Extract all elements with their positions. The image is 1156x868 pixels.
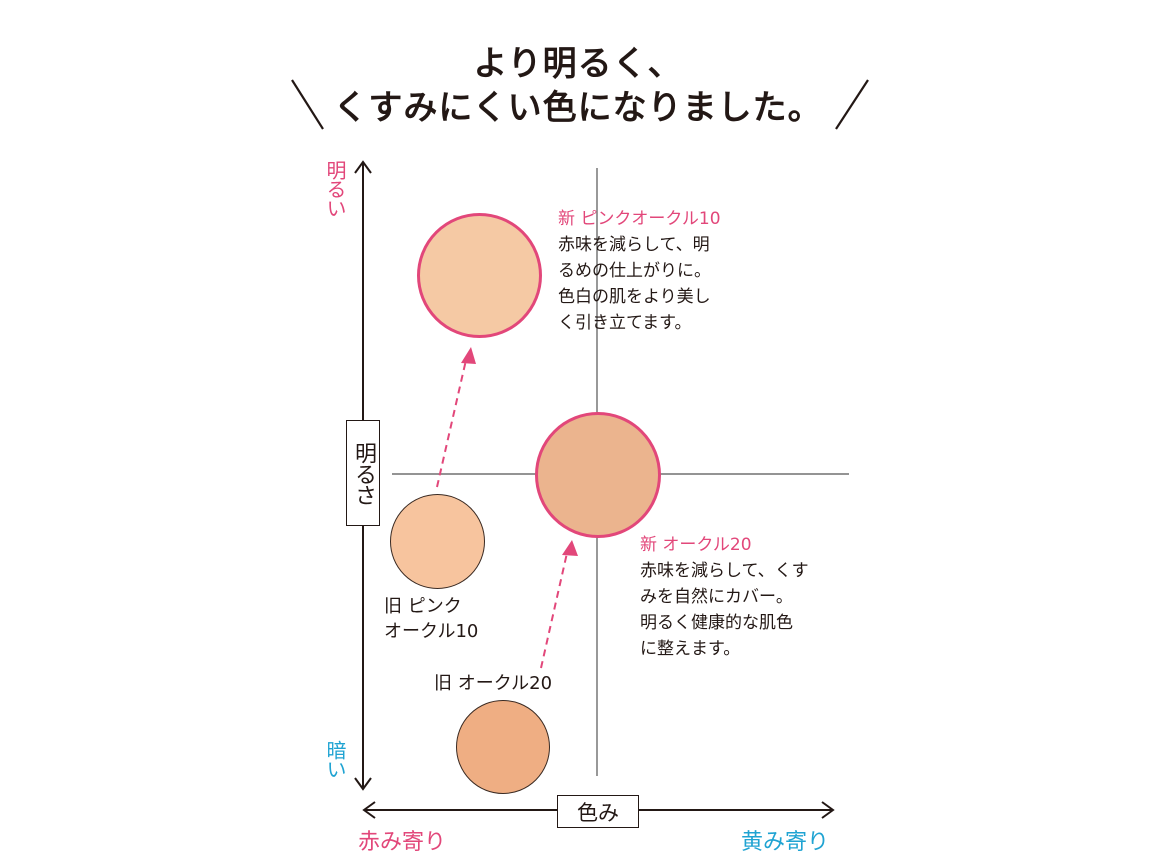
axis-label-dark: 暗い [323,740,347,778]
arrow-down-icon [354,777,372,791]
description-line: 明るく健康的な肌色 [640,613,793,633]
headline-line-1: より明るく、 [473,44,683,84]
swatch-new-ochre-20 [535,412,661,538]
dashed-arrow-ochre-20 [540,552,568,669]
shade-name-new-pink-ochre-10: 新 ピンクオークル10 [558,209,721,229]
title-slash-decoration [835,79,869,130]
arrow-left-icon [362,801,376,819]
axis-label-reddish: 赤み寄り [358,830,447,855]
swatch-old-pink-ochre-10 [390,494,485,589]
description-new-ochre-20: 新 オークル20 赤味を減らして、くす みを自然にカバー。 明るく健康的な肌色 … [640,532,809,662]
swatch-old-ochre-20 [456,700,550,794]
arrow-right-icon [821,801,835,819]
arrow-up-icon [354,160,372,174]
description-new-pink-ochre-10: 新 ピンクオークル10 赤味を減らして、明 るめの仕上がりに。 色白の肌をより美… [558,206,721,336]
description-line: るめの仕上がりに。 [558,261,711,281]
shade-name-new-ochre-20: 新 オークル20 [640,535,752,555]
axis-label-yellowish: 黄み寄り [741,830,830,855]
description-line: に整えます。 [640,639,741,659]
axis-title-hue: 色み [577,800,619,825]
label-line: オークル10 [384,621,479,642]
axis-label-bright: 明るい [323,160,347,217]
dashed-arrow-pink-ochre-10 [436,359,467,488]
arrowhead-icon [562,540,578,556]
axis-title-brightness: 明るさ [351,441,376,505]
title-backslash-decoration [291,79,324,130]
description-line: 色白の肌をより美し [558,287,711,307]
axis-title-hue-box: 色み [557,795,639,828]
label-old-pink-ochre-10: 旧 ピンク オークル10 [384,594,478,644]
arrowhead-icon [461,347,476,364]
label-old-ochre-20: 旧 オークル20 [434,673,553,694]
swatch-new-pink-ochre-10 [417,213,542,338]
axis-title-brightness-box: 明るさ [346,420,380,526]
description-line: 赤味を減らして、くす [640,561,809,581]
description-line: く引き立てます。 [558,313,692,333]
headline-line-2: くすみにくい色になりました。 [333,88,823,128]
description-line: みを自然にカバー。 [640,587,793,607]
description-line: 赤味を減らして、明 [558,235,710,255]
label-line: 旧 ピンク [384,596,462,617]
